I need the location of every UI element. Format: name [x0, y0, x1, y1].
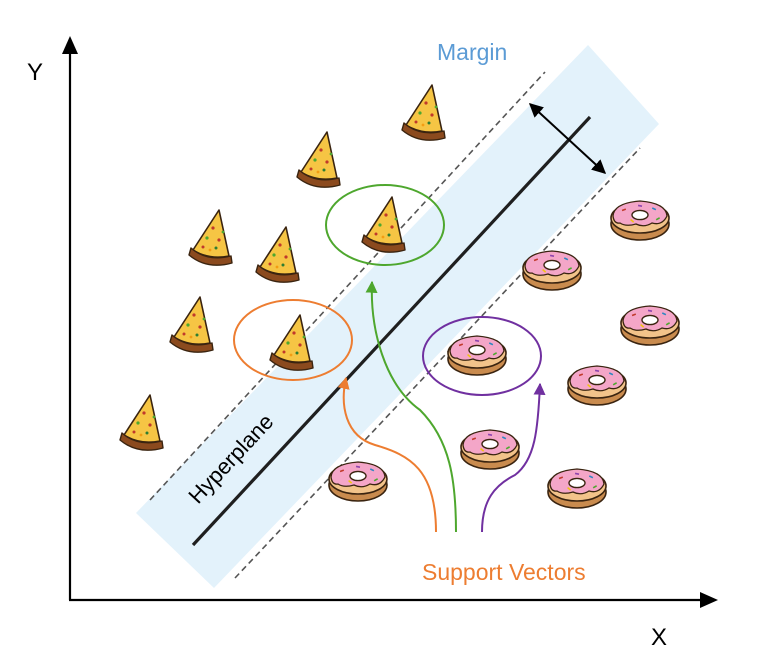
donut-icon [620, 305, 680, 346]
y-axis-arrowhead [62, 36, 78, 54]
pizza-slice-icon [296, 131, 341, 189]
support-vector-circle-purple [422, 316, 542, 396]
support-vector-pointer-green [365, 280, 457, 533]
support-vector-pointer-purple [481, 382, 546, 533]
margin-boundary-upper [149, 71, 546, 501]
donut-icon [610, 200, 670, 241]
support-vector-circle-orange [233, 299, 353, 381]
margin-width-arrow [528, 103, 607, 174]
pizza-slice-icon [401, 84, 446, 142]
y-axis-label: Y [27, 59, 43, 86]
support-vectors-label: Support Vectors [422, 559, 586, 585]
support-vector-pointer-orange [337, 376, 437, 533]
donut-icon [447, 335, 507, 376]
donut-icon [522, 250, 582, 291]
hyperplane-line [191, 115, 592, 547]
x-axis-arrowhead [700, 592, 718, 608]
margin-boundary-lower [234, 147, 641, 579]
margin-label: Margin [437, 39, 507, 65]
pizza-slice-icon [269, 314, 314, 372]
pizza-slice-icon [188, 209, 233, 267]
pizza-slice-icon [169, 296, 214, 354]
donut-icon [547, 468, 607, 509]
x-axis-label: X [651, 624, 667, 651]
support-vector-circle-green [325, 184, 445, 266]
donut-icon [567, 365, 627, 406]
pizza-slice-icon [255, 226, 300, 284]
donut-icon [460, 429, 520, 470]
donut-icon [328, 461, 388, 502]
pizza-slice-icon [119, 394, 164, 452]
margin-band [136, 45, 659, 588]
pizza-slice-icon [361, 196, 406, 254]
